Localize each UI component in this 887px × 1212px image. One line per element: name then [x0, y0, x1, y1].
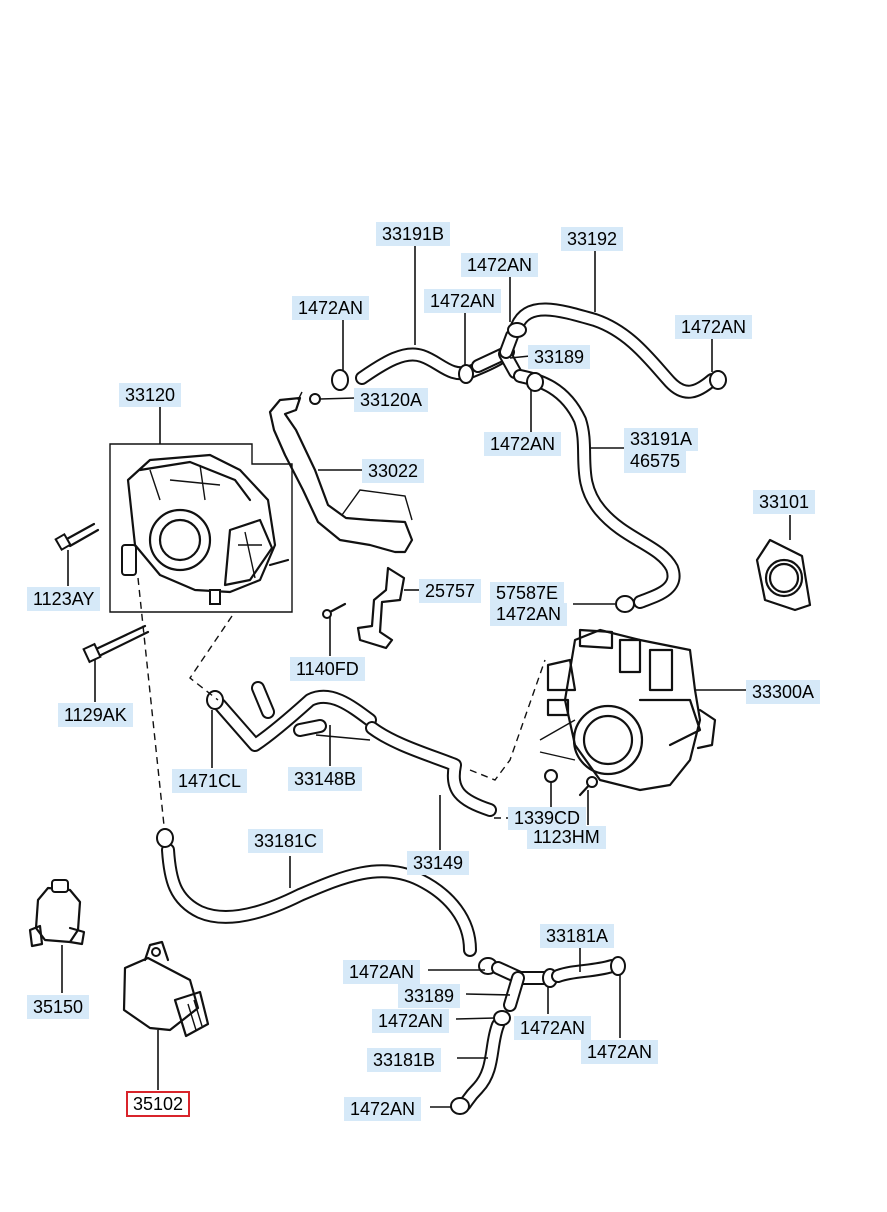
label-1129AK[interactable]: 1129AK	[58, 703, 133, 727]
throttle-body-33300A	[539, 628, 717, 792]
dash-link-2	[469, 659, 546, 781]
nut-1339CD	[544, 769, 558, 783]
leader-lines	[61, 244, 791, 1108]
label-33149[interactable]: 33149	[407, 851, 470, 875]
label-1472AN[interactable]: 1472AN	[484, 432, 562, 456]
bolt-1140FD	[322, 602, 347, 619]
label-35102-selected[interactable]: 35102	[126, 1091, 191, 1117]
label-1472AN[interactable]: 1472AN	[343, 960, 421, 984]
label-1472AN[interactable]: 1472AN	[424, 289, 502, 313]
hose-33181B	[450, 1010, 511, 1115]
label-1472AN[interactable]: 1472AN	[461, 253, 539, 277]
washer-33120A	[309, 393, 321, 405]
label-33120[interactable]: 33120	[119, 383, 182, 407]
label-1472AN[interactable]: 1472AN	[514, 1016, 592, 1040]
label-33181B[interactable]: 33181B	[367, 1048, 442, 1072]
bracket-33022	[268, 391, 414, 554]
label-1472AN[interactable]: 1472AN	[372, 1009, 450, 1033]
label-33191B[interactable]: 33191B	[376, 222, 451, 246]
label-33148B[interactable]: 33148B	[288, 767, 363, 791]
label-1140FD[interactable]: 1140FD	[290, 657, 365, 681]
label-33120A[interactable]: 33120A	[354, 388, 429, 412]
hose-33181A	[551, 956, 626, 983]
label-25757[interactable]: 25757	[419, 579, 482, 603]
label-1471CL[interactable]: 1471CL	[172, 769, 248, 793]
label-1472AN[interactable]: 1472AN	[675, 315, 753, 339]
label-33189[interactable]: 33189	[528, 345, 591, 369]
label-33181A[interactable]: 33181A	[540, 924, 615, 948]
dash-link-1	[189, 615, 233, 701]
label-33181C[interactable]: 33181C	[248, 829, 324, 853]
screw-1123HM	[578, 776, 598, 797]
label-33101[interactable]: 33101	[753, 490, 816, 514]
label-33192[interactable]: 33192	[561, 227, 624, 251]
label-33191A[interactable]: 33191A	[624, 428, 699, 451]
label-1123HM[interactable]: 1123HM	[527, 826, 606, 849]
label-33022[interactable]: 33022	[362, 459, 425, 483]
label-35150[interactable]: 35150	[27, 995, 90, 1019]
tee-33189-bottom	[491, 961, 558, 1012]
label-33189[interactable]: 33189	[398, 984, 461, 1008]
bolt-1129AK	[82, 624, 150, 664]
label-33300A[interactable]: 33300A	[746, 680, 821, 704]
label-1339CD[interactable]: 1339CD	[508, 807, 587, 830]
hose-33192	[507, 302, 727, 399]
label-1472AN[interactable]: 1472AN	[581, 1040, 659, 1064]
label-57587E[interactable]: 57587E	[490, 582, 565, 605]
label-1123AY[interactable]: 1123AY	[27, 587, 101, 611]
hose-33191A	[513, 369, 681, 613]
label-46575[interactable]: 46575	[624, 450, 687, 473]
bolt-1123AY	[54, 522, 100, 552]
gasket-33101	[755, 538, 812, 612]
label-1472AN[interactable]: 1472AN	[292, 296, 370, 320]
valve-35150	[28, 879, 86, 948]
label-1472AN[interactable]: 1472AN	[344, 1097, 422, 1121]
bracket-25757	[356, 566, 406, 650]
hose-33148B	[206, 681, 377, 752]
hose-33149	[365, 721, 497, 817]
label-1472AN[interactable]: 1472AN	[490, 603, 568, 626]
sensor-35102	[122, 940, 210, 1038]
tee-33189-top	[471, 329, 522, 379]
assembly-33120	[109, 443, 293, 613]
dash-link-4	[137, 577, 166, 836]
